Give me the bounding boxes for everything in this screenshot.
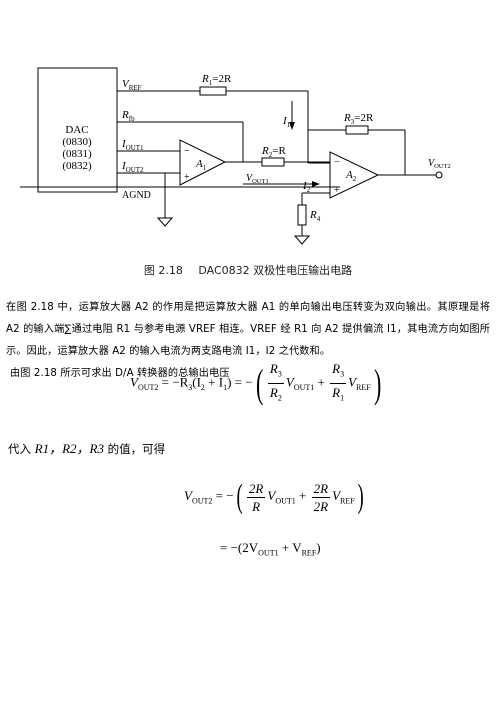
circuit-diagram: DAC (0830) (0831) (0832) VREF R1=2R Rfb … (20, 67, 451, 245)
substitute-line: 代入 R1，R2，R3 的值，可得 (8, 441, 166, 456)
dac-label-line-4: (0832) (62, 160, 92, 172)
a1-plus: + (184, 172, 190, 183)
vout1-label: VOUT1 (246, 173, 269, 185)
resistor-r4 (297, 204, 307, 226)
resistor-r1 (199, 86, 227, 96)
output-terminal (435, 171, 443, 179)
ground-symbol-2 (293, 235, 311, 245)
dac-label-line-1: DAC (65, 124, 88, 136)
equation-3: = −(2VOUT1 + VREF) (220, 540, 321, 558)
a1-label: A1 (195, 158, 207, 172)
caption-number: 图 2.18 (143, 264, 183, 277)
pin-agnd-label: AGND (122, 190, 151, 201)
paragraph-2: 由图 2.18 所示可求出 D/A 转换器的总输出电压 (10, 368, 230, 379)
pin-vref-label: VREF (122, 78, 142, 92)
dac-label-line-3: (0831) (62, 148, 92, 160)
r1-label: R1=2R (201, 73, 232, 87)
r2-label: R2=R (261, 145, 286, 159)
i1-label: I1 (282, 115, 291, 129)
opamp-a1 (179, 139, 227, 186)
paragraph-1: 在图 2.18 中，运算放大器 A2 的作用是把运算放大器 A1 的单向输出电压… (6, 302, 490, 357)
pin-iout2-label: IOUT2 (121, 160, 144, 174)
vout2-label: VOUT2 (428, 158, 451, 170)
dac-block (37, 67, 118, 193)
figure-caption: 图 2.18 DAC0832 双极性电压输出电路 (0, 262, 496, 278)
ground-symbol-1 (156, 217, 174, 227)
r3-label: R3=2R (343, 112, 374, 126)
opamp-a2 (329, 151, 380, 199)
a1-minus: − (184, 146, 190, 157)
i2-label: I2 (302, 180, 311, 194)
dac-label-line-2: (0830) (62, 136, 92, 148)
a2-label: A2 (345, 169, 357, 183)
pin-rfb-label: Rfb (121, 109, 135, 123)
body-text: 在图 2.18 中，运算放大器 A2 的作用是把运算放大器 A1 的单向输出电压… (6, 297, 490, 385)
resistor-r3 (345, 125, 369, 135)
pin-iout1-label: IOUT1 (121, 138, 144, 152)
resistor-r2 (261, 157, 285, 167)
a2-plus: + (334, 185, 340, 196)
r4-label: R4 (309, 209, 321, 223)
a2-minus: − (334, 157, 340, 168)
caption-title: DAC0832 双极性电压输出电路 (198, 264, 353, 277)
